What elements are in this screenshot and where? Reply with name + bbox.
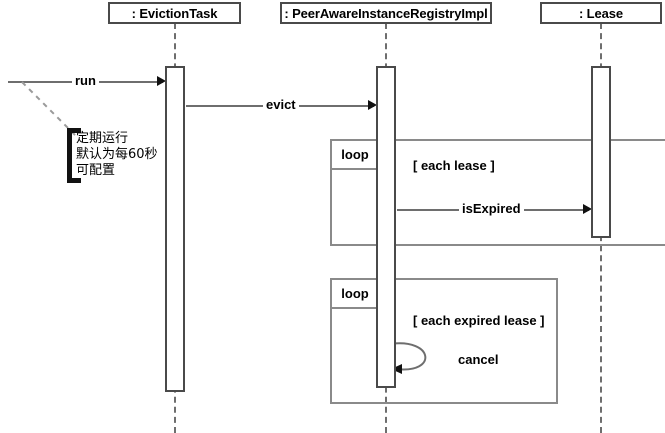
lifeline-header-lease[interactable]: : Lease — [540, 2, 662, 24]
fragment-loop-each-lease-operator: loop — [330, 139, 380, 170]
note-connector-line — [21, 81, 79, 139]
lifeline-header-eviction-task[interactable]: : EvictionTask — [108, 2, 241, 24]
message-arrowhead-run — [157, 76, 166, 86]
message-label-is-expired: isExpired — [459, 202, 524, 215]
fragment-loop-each-lease — [330, 139, 665, 246]
note-bracket — [67, 128, 81, 183]
activation-bar-eviction-task — [165, 66, 185, 392]
message-label-cancel: cancel — [455, 353, 502, 366]
message-label-run: run — [72, 74, 99, 87]
note-text: 定期运行 默认为每60秒 可配置 — [76, 131, 158, 178]
fragment-loop-each-expired-lease-guard: [ each expired lease ] — [413, 313, 545, 328]
fragment-loop-each-lease-guard: [ each lease ] — [413, 158, 495, 173]
message-label-evict: evict — [263, 98, 299, 111]
fragment-loop-each-expired-lease — [330, 278, 558, 404]
lifeline-header-peer-aware-registry[interactable]: : PeerAwareInstanceRegistryImpl — [280, 2, 492, 24]
message-selfcall-cancel — [389, 342, 427, 374]
message-arrowhead-evict — [368, 100, 377, 110]
fragment-loop-each-expired-lease-operator: loop — [330, 278, 380, 309]
activation-bar-peer-aware-registry — [376, 66, 396, 388]
message-arrowhead-is-expired — [583, 204, 592, 214]
activation-bar-lease — [591, 66, 611, 238]
